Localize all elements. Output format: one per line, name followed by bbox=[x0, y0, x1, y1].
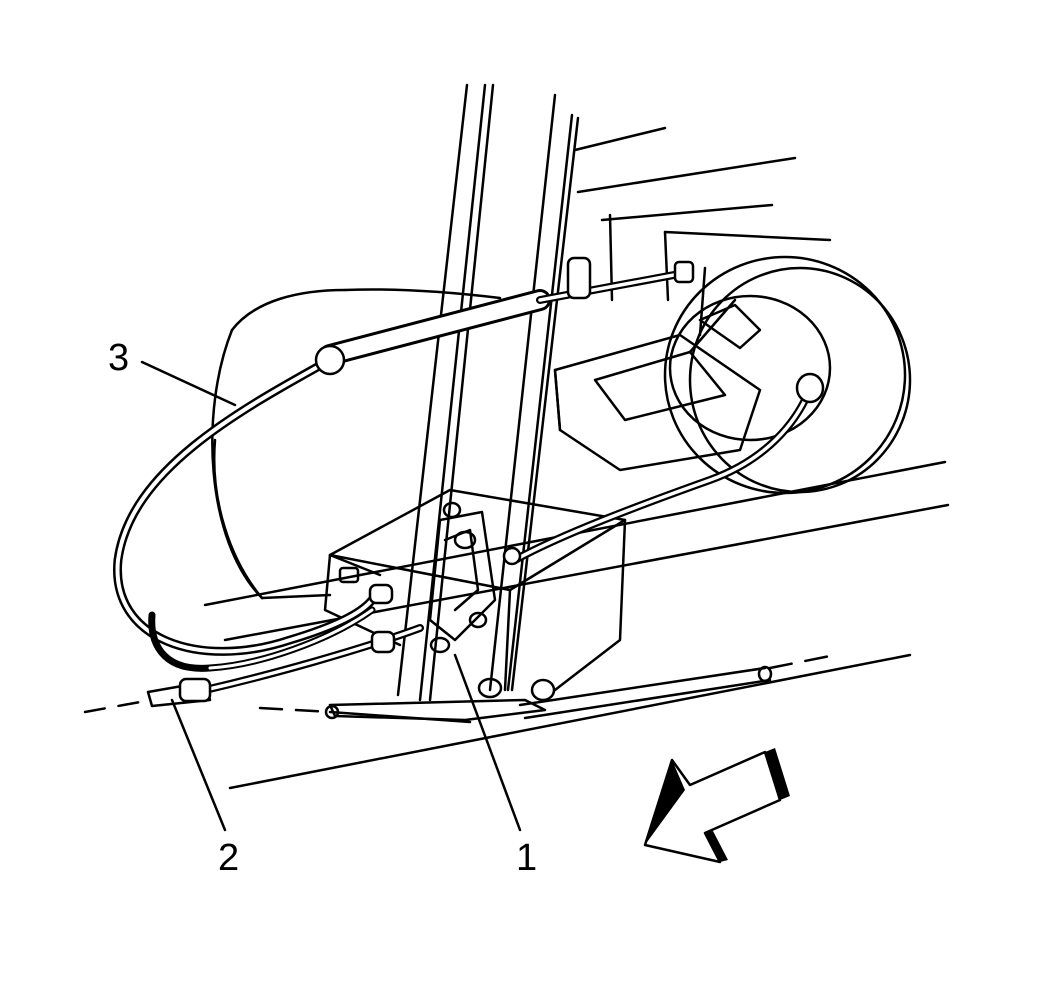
callout-2: 2 bbox=[218, 837, 239, 879]
callout-3: 3 bbox=[108, 337, 129, 379]
fuel-tank bbox=[211, 288, 502, 600]
frame-crossmember bbox=[396, 83, 580, 702]
front-direction-arrow-icon bbox=[643, 748, 790, 864]
right-rear-cable bbox=[502, 372, 825, 566]
cable-2 bbox=[146, 583, 424, 708]
rear-axle-differential bbox=[553, 213, 912, 495]
equalizer-bracket bbox=[323, 488, 773, 724]
callout-1: 1 bbox=[516, 837, 537, 879]
cable-3 bbox=[113, 256, 695, 672]
leader-lines bbox=[140, 360, 522, 832]
